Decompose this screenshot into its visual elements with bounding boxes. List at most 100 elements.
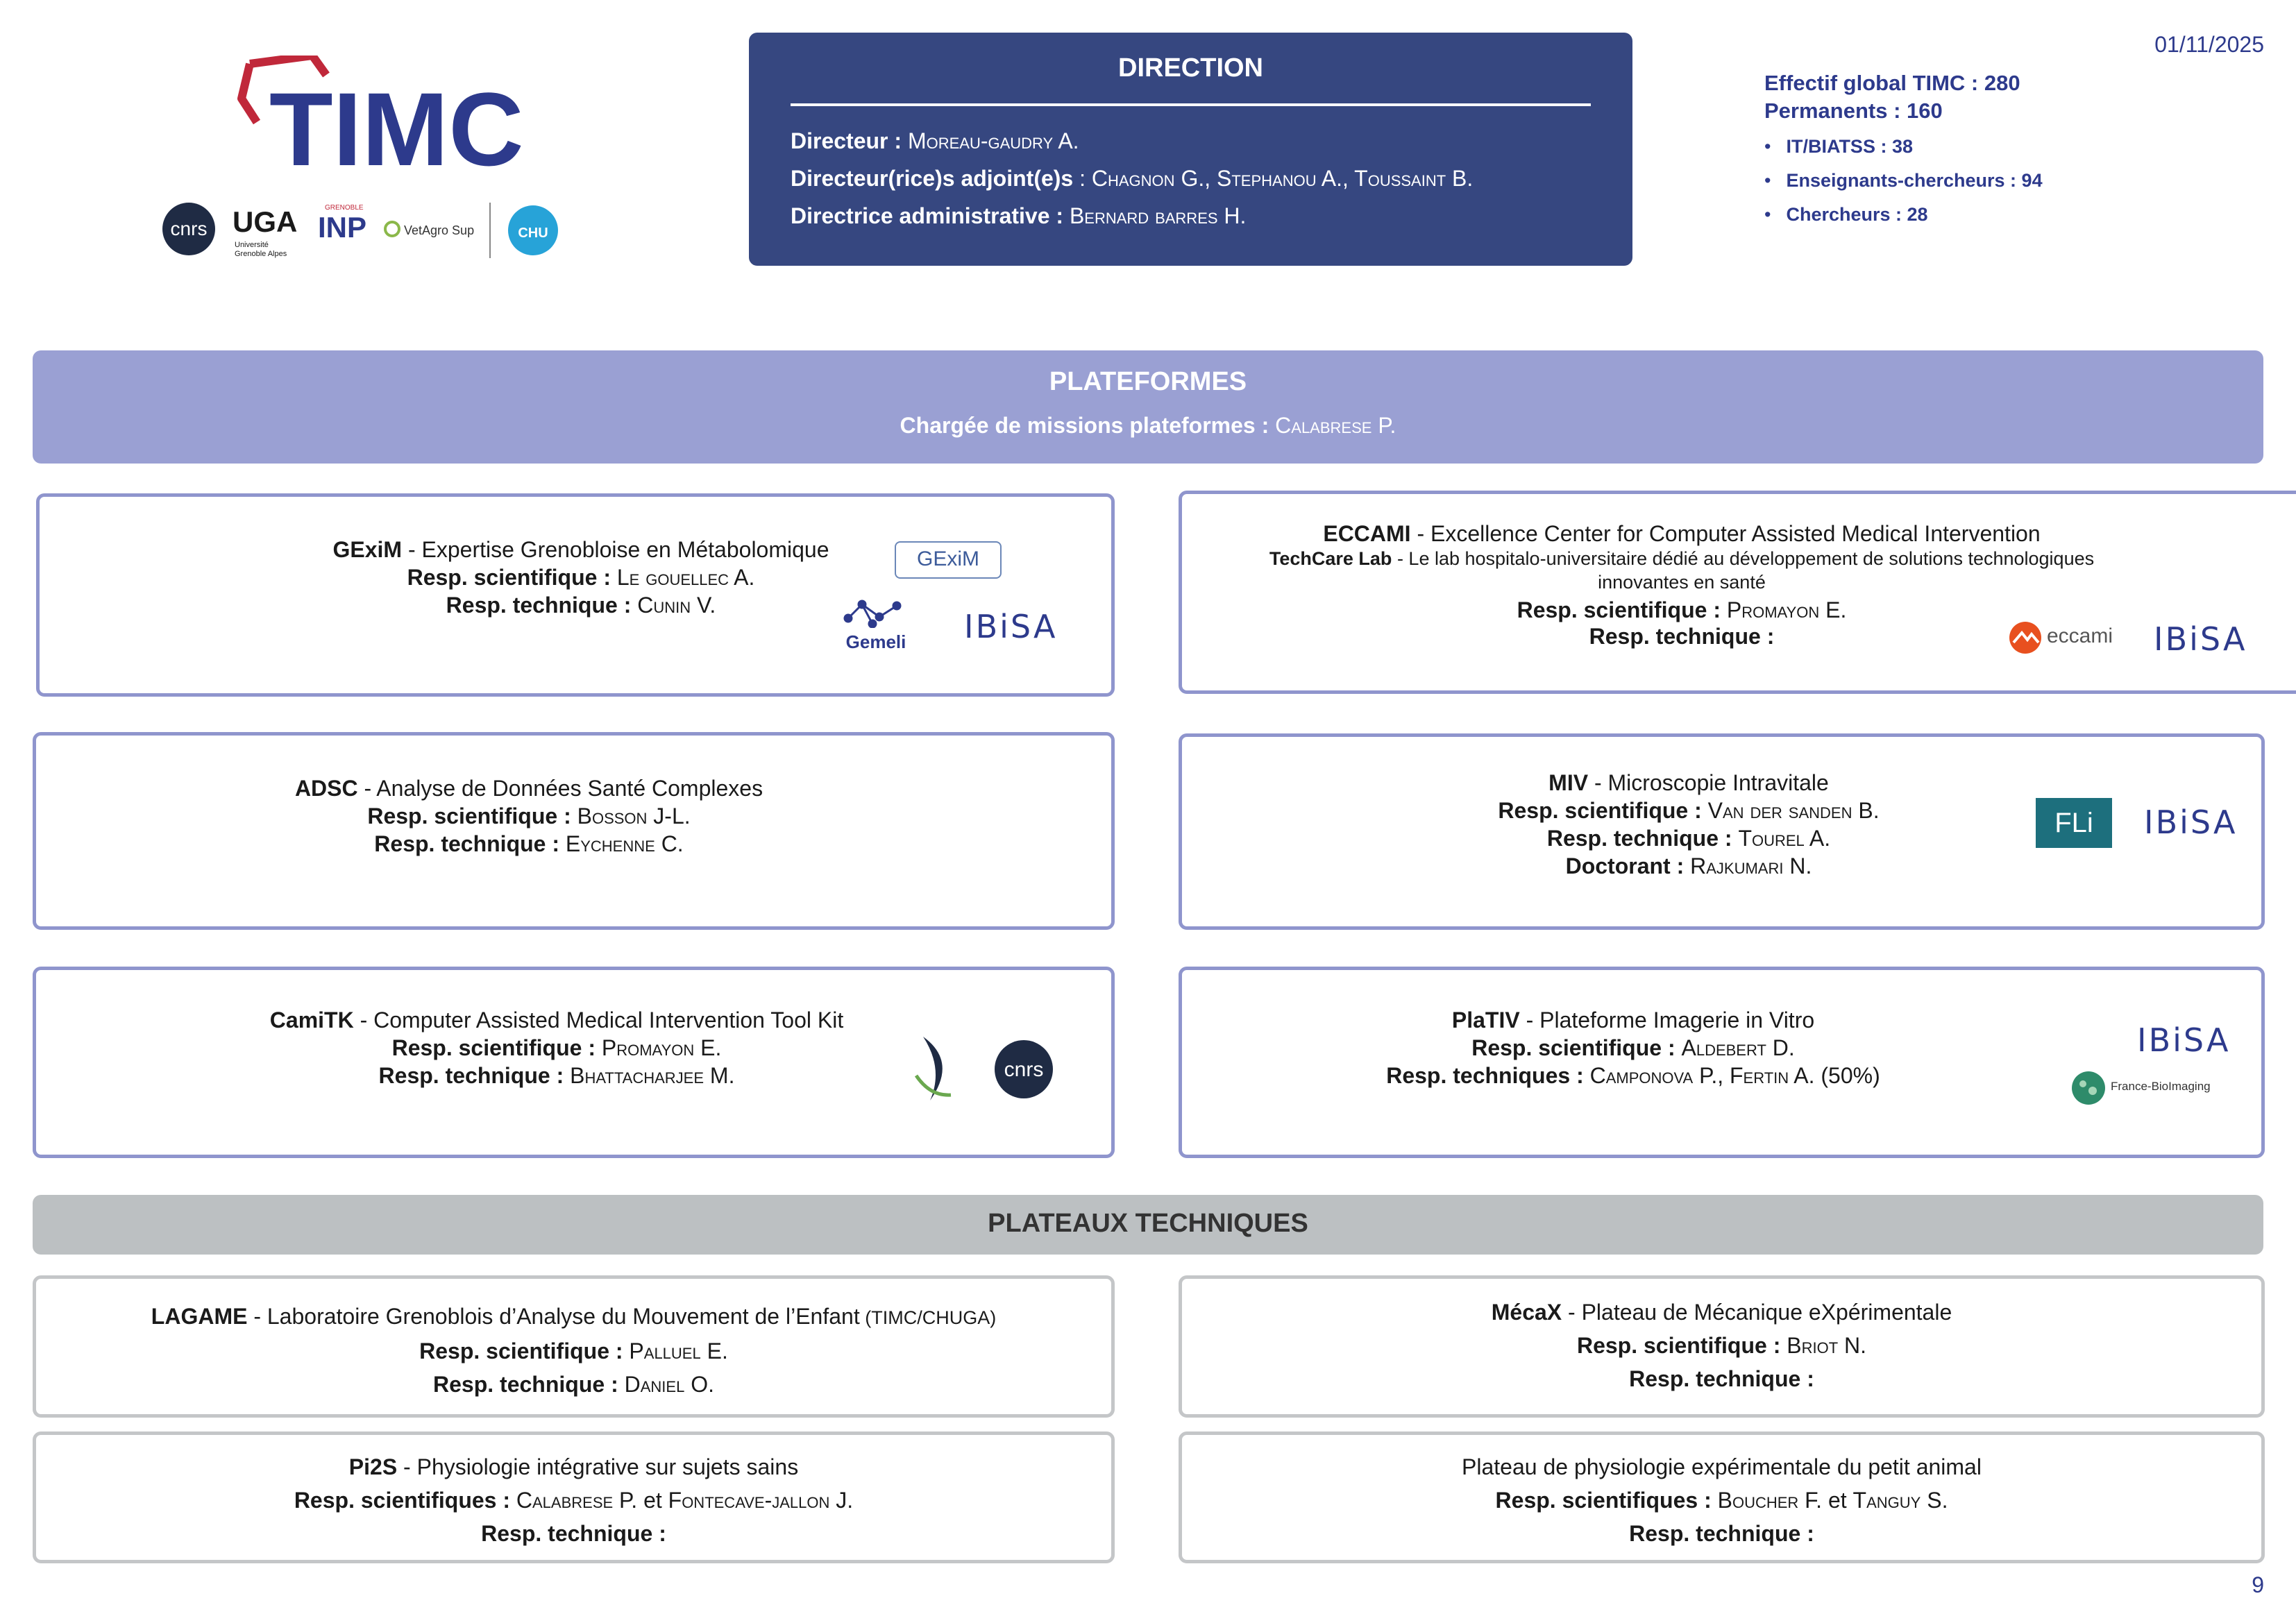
fli-logo: FLi (2036, 798, 2112, 848)
sci-label: Resp. scientifiques : (1495, 1488, 1712, 1513)
timc-logo-text: TIMC (269, 71, 524, 187)
platform-desc: - Analyse de Données Santé Complexes (357, 776, 763, 801)
timc-logo-area: TIMC cnrs UGA Université Grenoble Alpes … (153, 51, 583, 264)
france-bioimaging-text: France-BioImaging (2111, 1080, 2211, 1093)
ibisa-logo-text: IBiSA (964, 608, 1058, 645)
cnrs-logo: cnrs (995, 1040, 1053, 1098)
tech-label: Resp. technique : (1629, 1521, 1814, 1546)
plateformes-band: PLATEFORMES Chargée de missions platefor… (33, 350, 2263, 464)
plateau-desc: - Laboratoire Grenoblois d’Analyse du Mo… (247, 1304, 860, 1329)
cnrs-logo (162, 203, 215, 255)
adjoints-line: Directeur(rice)s adjoint(e)s : Chagnon G… (791, 166, 1473, 192)
tech-value: Tourel A. (1738, 826, 1831, 851)
platform-name: ADSC (294, 776, 358, 801)
gemeli-logo-text: Gemeli (845, 631, 906, 652)
sci-label: Resp. scientifiques : (294, 1488, 510, 1513)
tech-label: Resp. technique : (1629, 1366, 1814, 1391)
camitk-logo (914, 1037, 952, 1101)
sci-label: Resp. scientifique : (1517, 597, 1721, 622)
platform-card-adsc: ADSC - Analyse de Données Santé Complexe… (33, 732, 1115, 930)
card-text: PlaTIV - Plateforme Imagerie in Vitro Re… (1321, 1006, 1945, 1089)
svg-text:Université: Université (235, 241, 269, 249)
sci-value: Aldebert D. (1681, 1035, 1795, 1060)
plateaux-band: PLATEAUX TECHNIQUES (33, 1195, 2263, 1255)
plateau-name: Pi2S (348, 1454, 398, 1479)
effectif-item: IT/BIATSS : 38 (1764, 136, 2043, 158)
timc-logo: TIMC cnrs UGA Université Grenoble Alpes … (162, 51, 558, 258)
card-text: LAGAME - Laboratoire Grenoblois d’Analys… (50, 1300, 1097, 1401)
france-bioimaging-icon (2072, 1071, 2105, 1105)
ibisa-logo: IBiSA (2137, 1021, 2230, 1059)
admin-line: Directrice administrative : Bernard barr… (791, 203, 1246, 229)
sci-value: Palluel E. (629, 1339, 728, 1363)
platform-name: ECCAMI (1323, 521, 1411, 546)
ibisa-logo-text: IBiSA (2154, 620, 2247, 658)
sci-label: Resp. scientifique : (1576, 1333, 1781, 1358)
svg-text:Grenoble Alpes: Grenoble Alpes (235, 250, 287, 258)
tech-label: Resp. technique : (446, 593, 632, 618)
tech-label: Resp. techniques : (1386, 1063, 1584, 1088)
cnrs-logo-text: cnrs (1004, 1058, 1044, 1081)
platform-name: CamiTK (269, 1008, 354, 1033)
effectif-permanents: Permanents : 160 (1764, 99, 1943, 123)
sci-label: Resp. scientifique : (391, 1035, 596, 1060)
card-text: GExiM - Expertise Grenobloise en Métabol… (248, 536, 914, 619)
page-number: 9 (2252, 1572, 2264, 1597)
plateau-card-petit-animal: Plateau de physiologie expérimentale du … (1179, 1431, 2265, 1563)
document-date: 01/11/2025 (2154, 32, 2264, 57)
direction-panel: DIRECTION Directeur : Moreau-gaudry A. D… (749, 33, 1632, 266)
card-text: MécaX - Plateau de Mécanique eXpérimenta… (1196, 1295, 2247, 1395)
platform-desc: - Excellence Center for Computer Assiste… (1410, 521, 2041, 546)
plateau-name: LAGAME (151, 1304, 248, 1329)
ibisa-logo: IBiSA (2154, 620, 2247, 658)
sci-label: Resp. scientifique : (1498, 798, 1702, 823)
card-text: ECCAMI - Excellence Center for Computer … (1265, 520, 2098, 649)
platform-desc: - Plateforme Imagerie in Vitro (1519, 1008, 1815, 1033)
plateau-card-pi2s: Pi2S - Physiologie intégrative sur sujet… (33, 1431, 1115, 1563)
sci-value: Le gouellec A. (616, 565, 755, 590)
plateau-suffix: (TIMC/CHUGA) (859, 1307, 997, 1328)
directeur-line: Directeur : Moreau-gaudry A. (791, 128, 1079, 154)
france-bioimaging-logo: France-BioImaging (2070, 1069, 2237, 1107)
effectif-list: IT/BIATSS : 38 Enseignants-chercheurs : … (1764, 136, 2043, 226)
platform-card-miv: MIV - Microscopie Intravitale Resp. scie… (1179, 733, 2265, 930)
tech-label: Resp. technique : (1589, 624, 1775, 649)
svg-text:cnrs: cnrs (171, 218, 208, 239)
ibisa-logo: IBiSA (964, 608, 1057, 645)
sci-label: Resp. scientifique : (367, 804, 571, 829)
platform-desc: - Microscopie Intravitale (1588, 770, 1829, 795)
sci-label: Resp. scientifique : (1471, 1035, 1675, 1060)
inp-logo: INP (318, 211, 366, 244)
adjoints-label: Directeur(rice)s adjoint(e)s (791, 166, 1074, 191)
tech-value: Eychenne C. (565, 831, 684, 856)
plateau-desc: - Plateau de Mécanique eXpérimentale (1562, 1300, 1952, 1325)
gemeli-logo: Gemeli (838, 597, 914, 653)
effectif-item: Chercheurs : 28 (1764, 204, 2043, 226)
ibisa-logo-text: IBiSA (2144, 804, 2238, 841)
sci-value: Boucher F. (1717, 1488, 1823, 1513)
lab-desc: - Le lab hospitalo-universitaire dédié a… (1392, 548, 2095, 593)
svg-text:GRENOBLE: GRENOBLE (325, 204, 364, 212)
eccami-logo: eccami (2008, 620, 2126, 655)
plateformes-subtitle-label: Chargée de missions plateformes : (900, 413, 1269, 438)
admin-value: Bernard barres H. (1069, 203, 1247, 228)
admin-label: Directrice administrative : (791, 203, 1064, 228)
sci-value: Promayon E. (601, 1035, 722, 1060)
plateau-card-lagame: LAGAME - Laboratoire Grenoblois d’Analys… (33, 1275, 1115, 1418)
platform-desc: - Expertise Grenobloise en Métabolomique (402, 537, 829, 562)
eccami-icon (2009, 622, 2041, 654)
svg-text:VetAgro Sup: VetAgro Sup (404, 223, 474, 237)
platform-name: PlaTIV (1451, 1008, 1520, 1033)
plateformes-subtitle-value: Calabrese P. (1275, 413, 1396, 438)
ibisa-logo-text: IBiSA (2137, 1021, 2231, 1059)
effectif-item: Enseignants-chercheurs : 94 (1764, 170, 2042, 192)
doc-value: Rajkumari N. (1690, 853, 1812, 878)
card-text: Pi2S - Physiologie intégrative sur sujet… (50, 1450, 1097, 1550)
chu-logo (508, 205, 558, 255)
plateau-desc: Plateau de physiologie expérimentale du … (1462, 1454, 1982, 1479)
platform-name: GExiM (332, 537, 403, 562)
sci-label: Resp. scientifique : (419, 1339, 623, 1363)
adjoints-value: : Chagnon G., Stephanou A., Toussaint B. (1079, 166, 1474, 191)
sci-value: Calabrese P. (516, 1488, 638, 1513)
card-text: ADSC - Analyse de Données Santé Complexe… (175, 774, 883, 858)
